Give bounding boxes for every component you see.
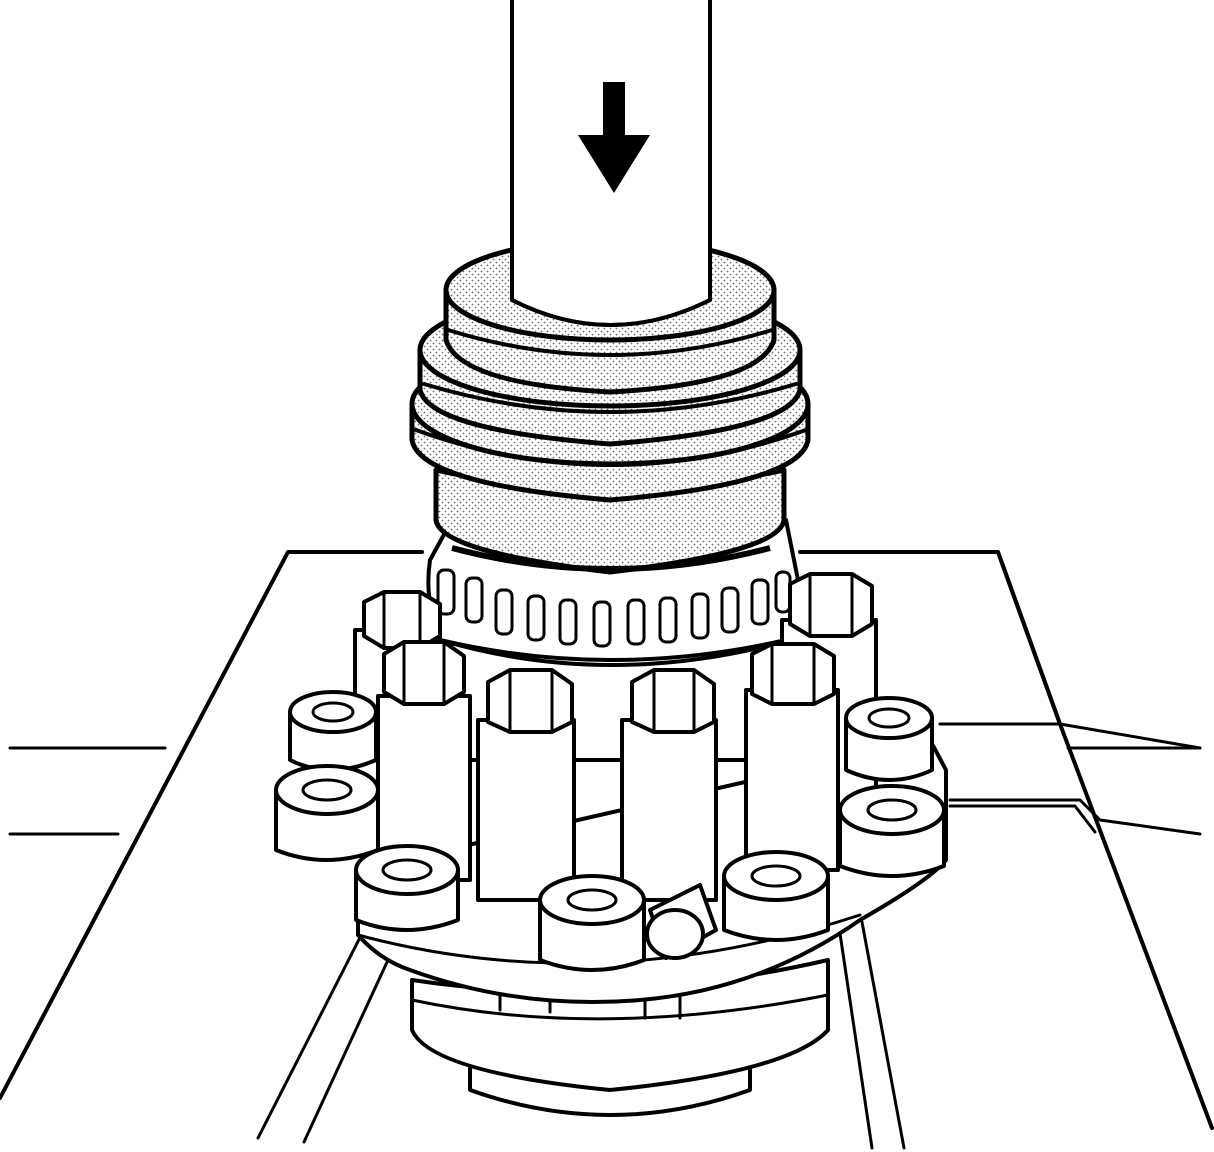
flange-boss [844, 696, 934, 782]
wheel-stud [744, 642, 840, 872]
flange-boss [838, 784, 946, 878]
flange-bosses [288, 690, 934, 782]
press-direction-arrow-icon [578, 82, 650, 193]
wheel-studs-front [376, 640, 840, 902]
flange-boss [722, 850, 830, 942]
wheel-stud [476, 668, 576, 902]
wheel-stud [376, 640, 472, 882]
flange-boss [274, 764, 380, 862]
press-plate [0, 550, 1214, 1150]
wheel-stud [620, 668, 718, 902]
hub-pin [645, 883, 718, 960]
flange-bosses-front [274, 764, 946, 972]
flange-boss [354, 844, 460, 932]
installer-tool [409, 237, 811, 575]
flange-boss [288, 690, 378, 772]
flange-boss [538, 874, 646, 972]
